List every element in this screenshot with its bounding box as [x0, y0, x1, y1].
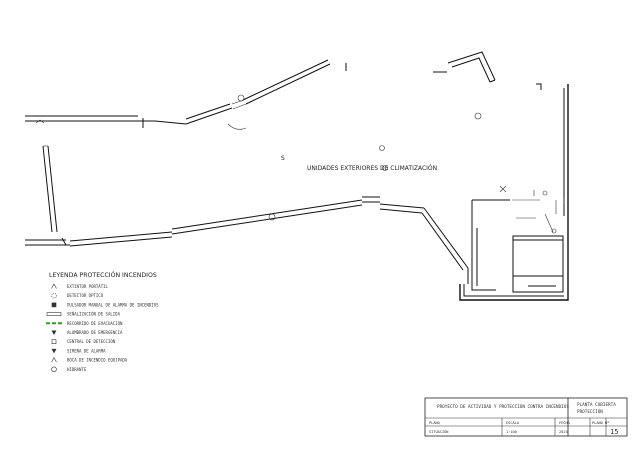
- value-escala: 1:100: [506, 430, 517, 434]
- legend: LEYENDA PROTECCIÓN INCENDIOS EXTINTOR PO…: [46, 270, 159, 372]
- siren-icon: [51, 348, 57, 354]
- legend-item-label: CENTRAL DE DETECCIÓN: [67, 339, 116, 344]
- title-block: PROYECTO DE ACTIVIDAD Y PROTECCIÓN CONTR…: [424, 397, 628, 437]
- legend-item-exit-sign: SEÑALIZACIÓN DE SALIDA: [46, 312, 121, 317]
- legend-item-siren: SIRENA DE ALARMA: [51, 348, 106, 354]
- label-plano-num: PLANO Nº: [592, 421, 609, 425]
- legend-item-label: RECORRIDO DE EVACUACIÓN: [67, 321, 123, 326]
- area-label: UNIDADES EXTERIORES DE CLIMATIZACIÓN: [307, 165, 437, 172]
- detector-icon: [51, 293, 57, 299]
- plan-symbols: S: [35, 94, 557, 234]
- legend-item-label: HIDRANTE: [67, 367, 87, 372]
- sheet-number: 15: [610, 428, 618, 436]
- legend-item-label: SEÑALIZACIÓN DE SALIDA: [67, 312, 121, 317]
- legend-item-label: EXTINTOR PORTÁTIL: [67, 284, 109, 289]
- legend-item-label: BOCA DE INCENDIO EQUIPADA: [67, 358, 128, 363]
- svg-text:S: S: [281, 155, 285, 162]
- legend-item-detector: DETECTOR ÓPTICO: [51, 293, 104, 299]
- legend-item-push-button: PULSADOR MANUAL DE ALARMA DE INCENDIOS: [51, 302, 159, 308]
- legend-item-label: DETECTOR ÓPTICO: [67, 293, 104, 298]
- legend-title: LEYENDA PROTECCIÓN INCENDIOS: [49, 270, 157, 279]
- emergency-light-icon: [51, 330, 57, 335]
- row-label-situacion: SITUACIÓN: [429, 429, 448, 434]
- legend-item-hydrant: HIDRANTE: [51, 366, 87, 372]
- legend-item-extinguisher: EXTINTOR PORTÁTIL: [51, 283, 109, 289]
- legend-item-label: PULSADOR MANUAL DE ALARMA DE INCENDIOS: [67, 302, 159, 307]
- hydrant-icon: [51, 366, 57, 372]
- project-title: PROYECTO DE ACTIVIDAD Y PROTECCIÓN CONTR…: [437, 403, 569, 410]
- legend-item-control-panel: CENTRAL DE DETECCIÓN: [51, 339, 116, 345]
- legend-item-evac-route: RECORRIDO DE EVACUACIÓN: [46, 321, 123, 326]
- sheet-title: PLANTA CUBIERTA: [577, 402, 616, 408]
- label-fecha: FECHA: [559, 421, 571, 425]
- control-panel-icon: [51, 339, 57, 345]
- legend-item-bie: BOCA DE INCENDIO EQUIPADA: [51, 356, 128, 363]
- bie-icon: [51, 356, 57, 363]
- push-button-icon: [51, 302, 57, 308]
- label-escala: ESCALA: [506, 421, 520, 425]
- legend-item-label: SIRENA DE ALARMA: [67, 348, 106, 353]
- exit-sign-icon: [46, 312, 62, 316]
- extinguisher-icon: [51, 283, 57, 289]
- legend-item-label: ALUMBRADO DE EMERGENCIA: [67, 330, 123, 335]
- building-outline: [25, 51, 569, 301]
- row-label-plano: PLANO: [429, 421, 440, 425]
- legend-item-emergency-light: ALUMBRADO DE EMERGENCIA: [51, 330, 123, 335]
- sheet-subtitle: PROTECCIÓN: [577, 408, 603, 415]
- value-fecha: 2023: [559, 430, 568, 434]
